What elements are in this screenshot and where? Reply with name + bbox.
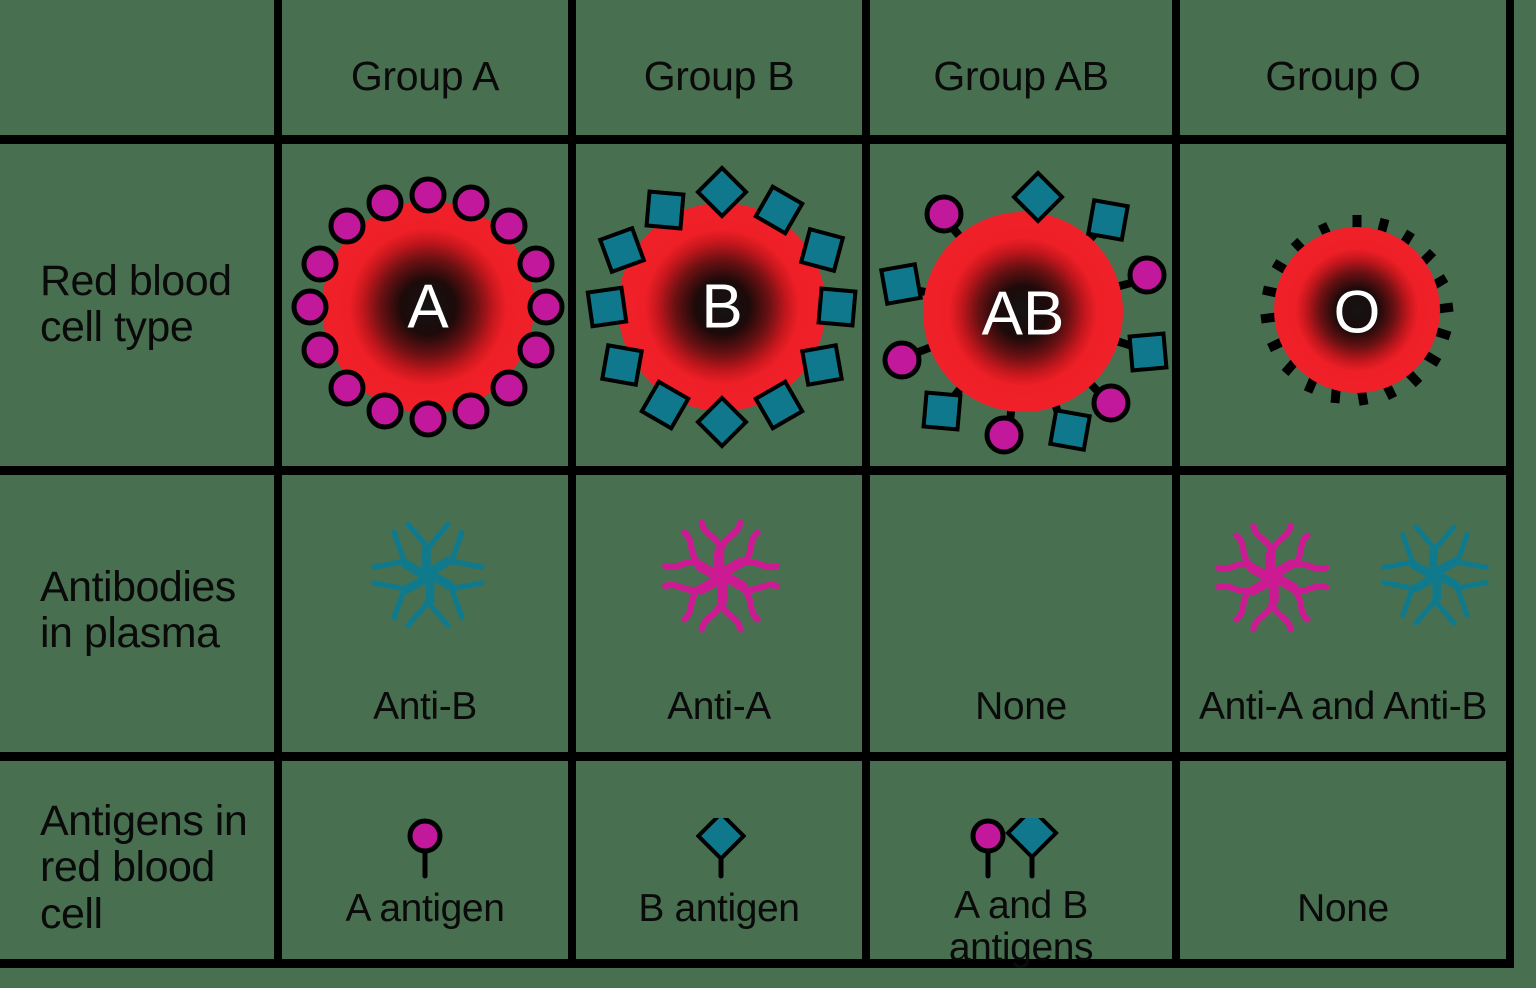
antigen-a-heads	[291, 176, 565, 438]
antigen-caption-group-ab: A and B antigens	[948, 884, 1094, 970]
column-header-group-ab: Group AB	[933, 53, 1109, 99]
antibody-caption-group-a: Anti-B	[373, 685, 477, 728]
row-label-antigens-in-red-blood-cell: Antigens in red blood cell	[40, 797, 248, 938]
antigen-caption-group-a: A antigen	[345, 887, 505, 930]
grid-vline-4	[1172, 0, 1180, 968]
a-antigen-head	[407, 818, 443, 854]
antibody-caption-group-o: Anti-A and Anti-B	[1198, 685, 1488, 728]
rbc-body-b	[618, 203, 826, 411]
antibody-caption-group-ab: None	[975, 685, 1067, 728]
anti-a-antibody-icons-o	[1214, 522, 1330, 633]
antibody-cluster-anti-a-group-o	[1192, 500, 1352, 655]
rbc-letter-b: B	[701, 273, 742, 342]
rbc-group-ab: AB	[878, 162, 1169, 455]
anti-b-antibody-icons	[371, 521, 485, 629]
rbc-group-o: O	[1244, 190, 1470, 430]
anti-a-antibody-icons	[662, 519, 780, 633]
antigen-b-heads	[585, 165, 858, 449]
antigen-icon-b	[695, 810, 747, 880]
grid-vline-1	[274, 0, 282, 968]
rbc-group-b: B	[585, 162, 858, 452]
antigen-ab-b-heads	[878, 170, 1169, 453]
antigen-icon-a-and-b	[960, 806, 1070, 880]
rbc-letter-o: O	[1334, 279, 1381, 346]
antigen-caption-group-o: None	[1297, 887, 1389, 930]
column-header-group-a: Group A	[350, 53, 500, 99]
a-antigen-head-ab	[970, 818, 1006, 854]
row-label-red-blood-cell-type: Red blood cell type	[40, 257, 232, 352]
antibody-cluster-anti-b-group-a	[336, 496, 520, 654]
rbc-body-o	[1274, 227, 1440, 393]
column-header-group-o: Group O	[1265, 53, 1421, 99]
grid-hline-2	[0, 466, 1514, 475]
antigen-icon-a	[400, 818, 450, 880]
anti-b-antibody-icons-o	[1381, 524, 1489, 626]
grid-vline-5	[1506, 0, 1514, 968]
rbc-group-a: A	[291, 162, 565, 452]
column-header-group-b: Group B	[643, 53, 795, 99]
rbc-body-ab	[923, 212, 1123, 412]
grid-hline-4	[0, 959, 1514, 968]
b-antigen-head	[695, 810, 747, 862]
row-label-antibodies-in-plasma: Antibodies in plasma	[40, 563, 236, 658]
rbc-body-a	[322, 201, 534, 413]
rbc-letter-ab: AB	[982, 280, 1065, 349]
grid-hline-3	[0, 752, 1514, 761]
grid-hline-1	[0, 135, 1514, 144]
grid-vline-3	[862, 0, 870, 968]
grid-vline-2	[568, 0, 576, 968]
antigen-ab-a-heads	[882, 194, 1167, 455]
rbc-letter-a: A	[407, 273, 449, 342]
antibody-caption-group-b: Anti-A	[667, 685, 771, 728]
b-antigen-head-ab	[1005, 806, 1059, 860]
antibody-cluster-anti-a-group-b	[628, 496, 814, 656]
antigen-caption-group-b: B antigen	[638, 887, 800, 930]
antibody-cluster-anti-b-group-o	[1360, 500, 1510, 650]
